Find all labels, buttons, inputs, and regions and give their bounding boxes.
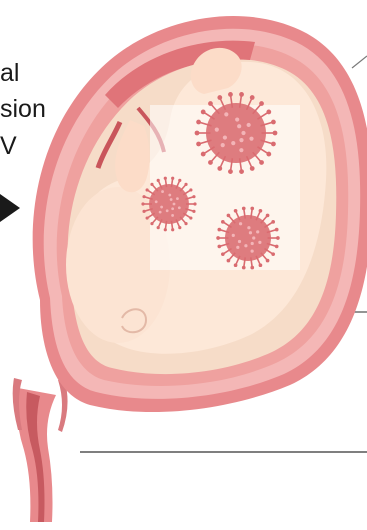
leader-line-1 xyxy=(352,56,367,68)
cervix-canal xyxy=(13,378,68,522)
